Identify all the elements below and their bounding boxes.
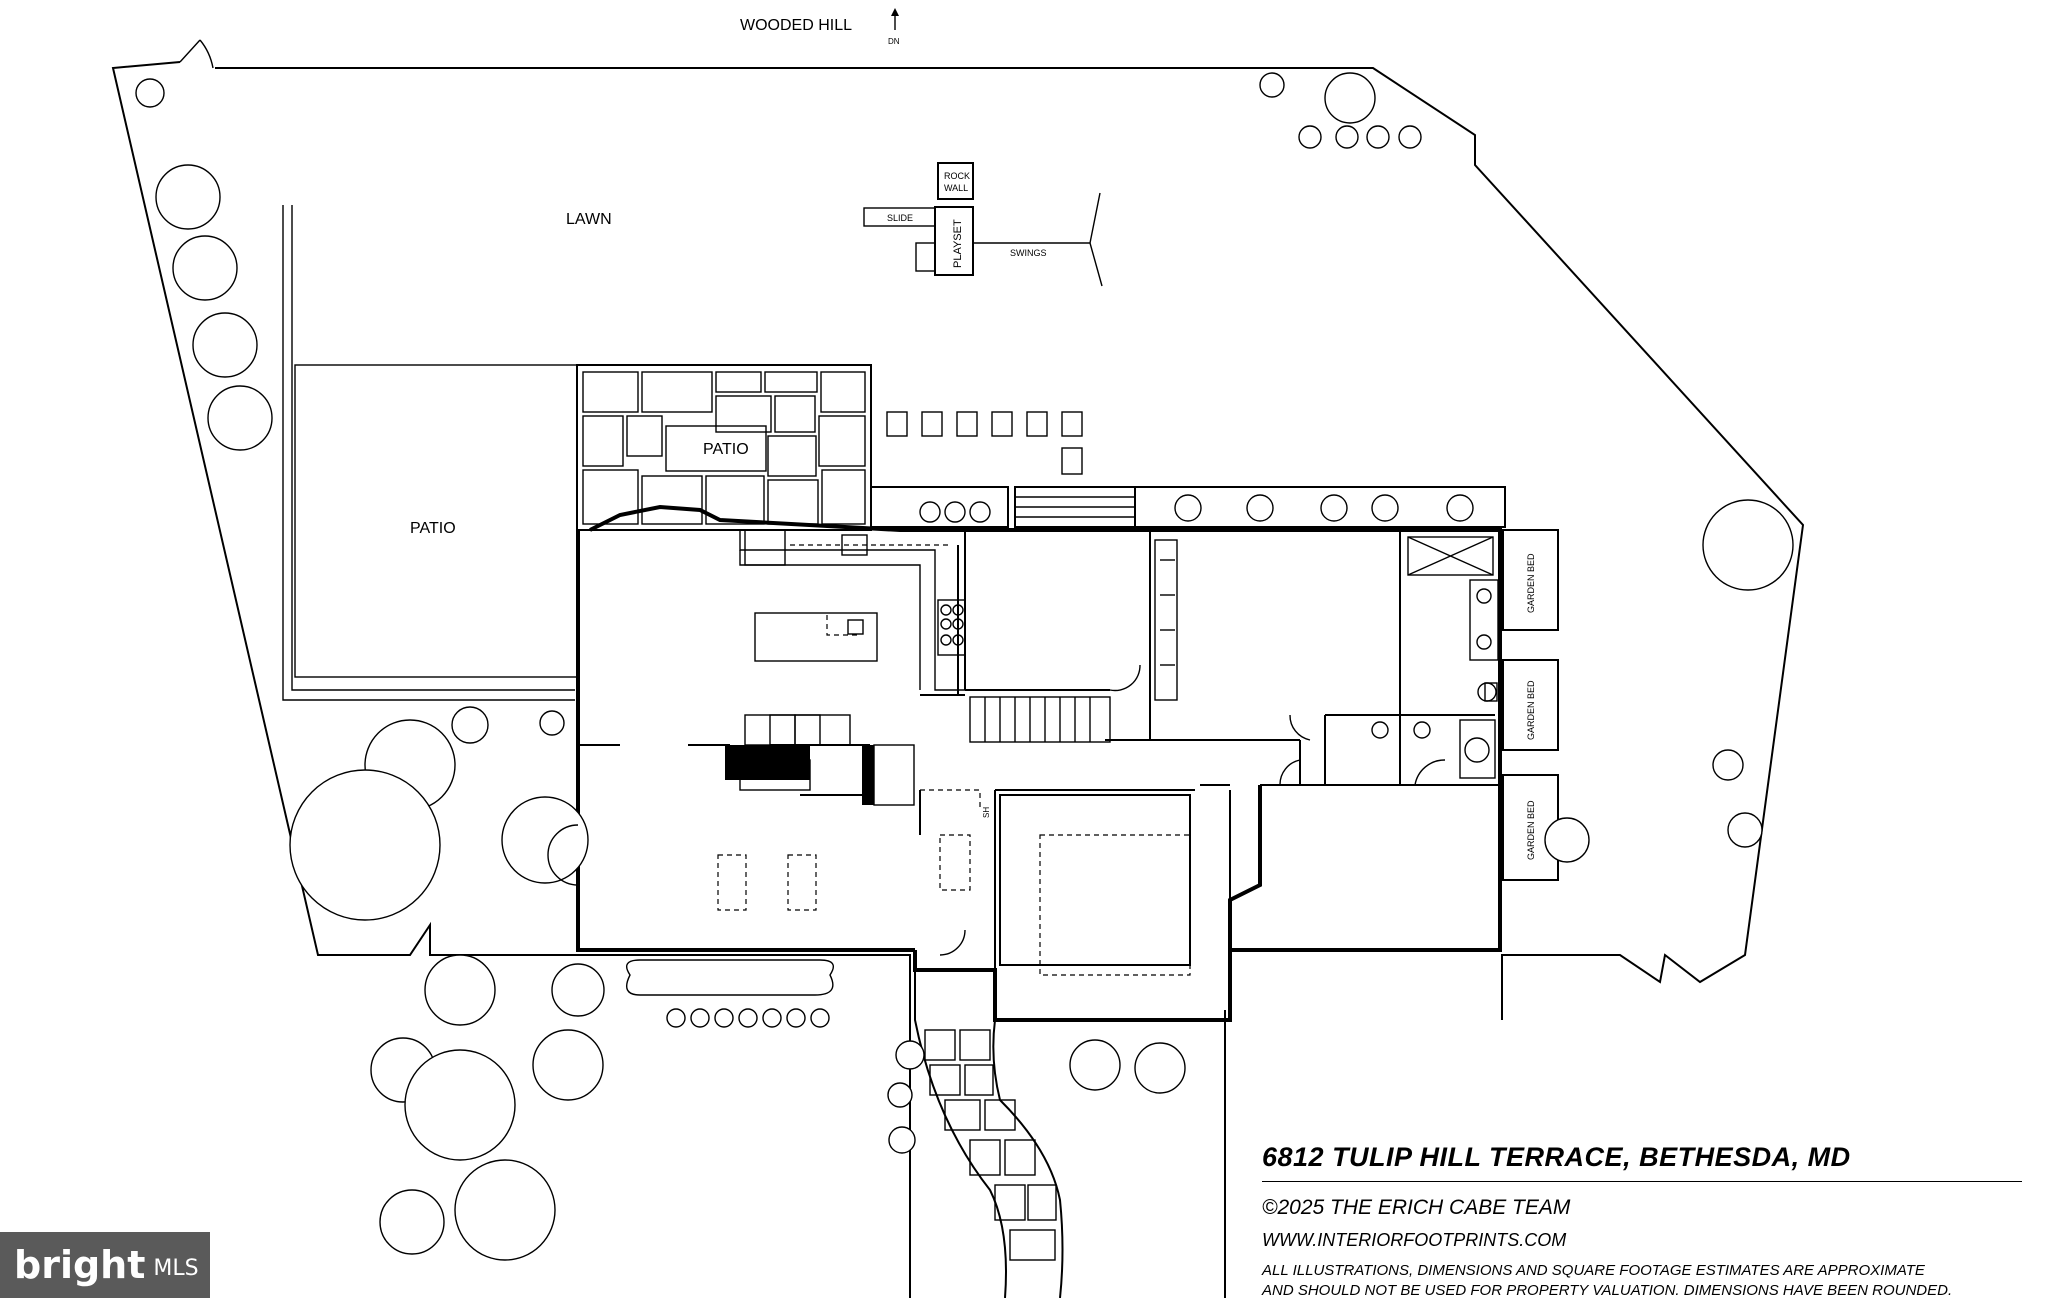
bright-mls-watermark: bright MLS — [0, 1232, 210, 1298]
property-line-top — [215, 67, 1805, 1020]
website-line: WWW.INTERIORFOOTPRINTS.COM — [1262, 1230, 1567, 1250]
label-dn: DN — [888, 37, 900, 46]
stairs — [969, 696, 1111, 743]
trees — [135, 72, 1794, 1261]
label-slide: SLIDE — [887, 213, 913, 223]
courtyard-inner — [999, 794, 1191, 966]
stepping-stones — [886, 411, 1083, 475]
disclaimer-text: ALL ILLUSTRATIONS, DIMENSIONS AND SQUARE… — [1262, 1262, 1953, 1299]
label-rock-wall-2: WALL — [944, 183, 968, 193]
stone-patio — [576, 364, 872, 531]
gate-arc — [179, 39, 214, 69]
title-block: 6812 TULIP HILL TERRACE, BETHESDA, MD ©2… — [1262, 1142, 2042, 1301]
planter-bed-1 — [870, 486, 1009, 528]
label-swings: SWINGS — [1010, 248, 1047, 258]
planter-bed-2 — [1134, 486, 1506, 528]
label-sh: SH — [982, 807, 991, 818]
label-patio-left: PATIO — [410, 520, 456, 537]
deck-step-lines — [1015, 496, 1135, 518]
label-garden-bed-2: GARDEN BED — [1526, 680, 1536, 740]
kitchen-counters — [739, 529, 966, 691]
fireplace — [725, 714, 915, 806]
front-hedge — [626, 959, 834, 1028]
watermark-brand: bright — [14, 1243, 146, 1287]
label-patio-upper: PATIO — [703, 441, 749, 458]
label-garden-bed-3: GARDEN BED — [1526, 800, 1536, 860]
bath-fixtures — [1371, 536, 1499, 779]
copyright-line: ©2025 THE ERICH CABE TEAM — [1262, 1196, 1571, 1219]
lawn-fence — [282, 205, 575, 701]
house-walls — [576, 504, 1502, 1022]
north-arrow — [891, 8, 899, 30]
furniture-dashed — [717, 789, 1191, 976]
label-garden-bed-1: GARDEN BED — [1526, 553, 1536, 613]
label-lawn: LAWN — [566, 211, 612, 228]
kitchen-dashed — [790, 544, 950, 636]
walkway — [914, 970, 1064, 1298]
playset — [863, 162, 1103, 287]
closet-shelves — [1154, 539, 1178, 701]
door-swings — [409, 664, 1446, 956]
label-wooded-hill: WOODED HILL — [740, 17, 852, 34]
interior-walls — [578, 530, 1500, 1020]
property-address: 6812 TULIP HILL TERRACE, BETHESDA, MD — [1262, 1142, 2022, 1182]
watermark-suffix: MLS — [153, 1255, 199, 1281]
label-rock-wall-1: ROCK — [944, 171, 970, 181]
label-playset: PLAYSET — [952, 219, 964, 268]
lawn-fence-inner — [291, 205, 575, 691]
